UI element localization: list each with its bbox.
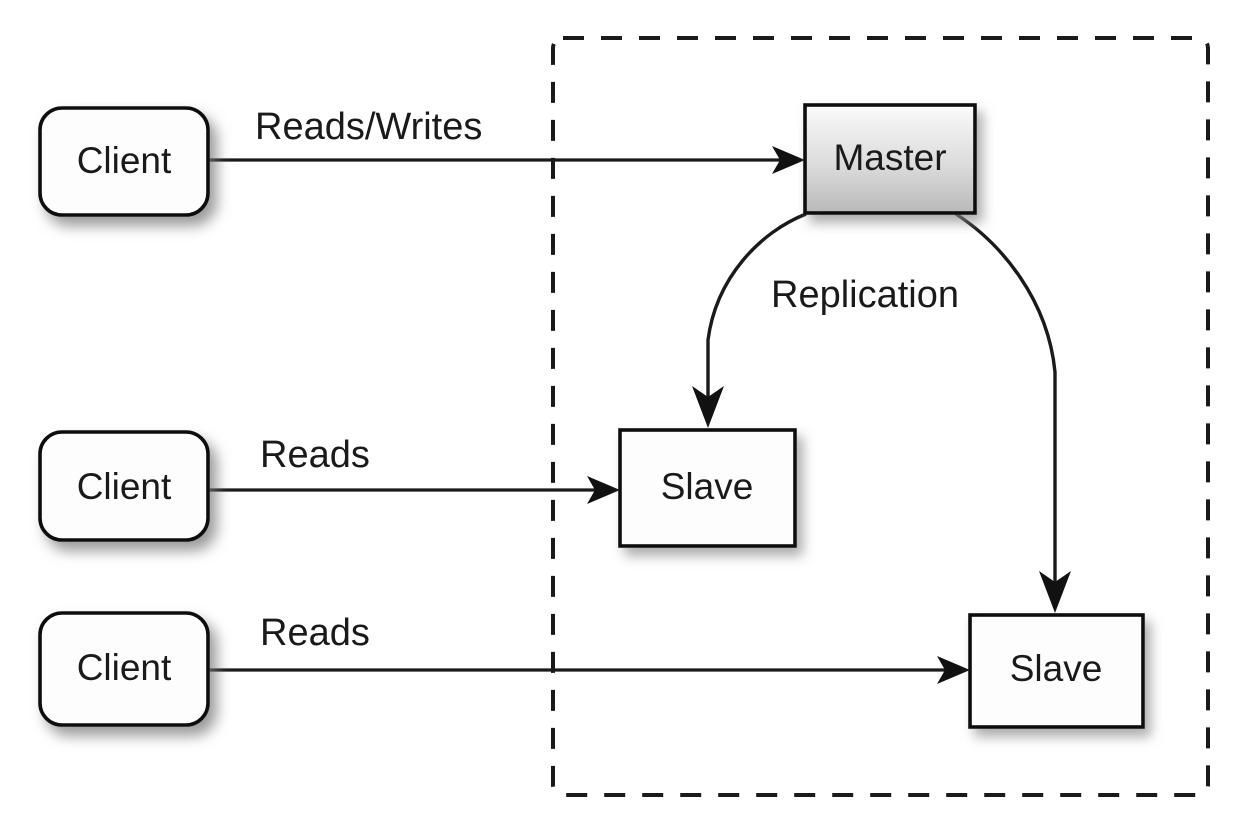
replication-cluster-boundary — [551, 36, 1210, 797]
node-slave-lower[interactable]: Slave — [968, 613, 1145, 729]
client-bottom-box[interactable] — [38, 611, 210, 727]
arrowhead-into-master — [772, 146, 805, 174]
arrowhead-into-slave-upper-left — [587, 476, 620, 504]
edge-client-bottom-to-slave-lower — [208, 656, 970, 684]
edge-label-replication: Replication — [771, 274, 959, 316]
client-top-label: Client — [77, 140, 172, 181]
edge-client-middle-to-slave-upper — [208, 476, 620, 504]
edge-label-reads-middle: Reads — [260, 434, 370, 476]
client-middle-box[interactable] — [38, 430, 210, 542]
edge-client-top-to-master — [208, 146, 805, 174]
slave-lower-label: Slave — [1010, 648, 1103, 689]
node-client-top[interactable]: Client — [38, 106, 210, 217]
client-bottom-label: Client — [77, 647, 172, 688]
slave-lower-box[interactable] — [968, 613, 1145, 729]
slave-upper-label: Slave — [661, 466, 754, 507]
client-top-box[interactable] — [38, 106, 210, 217]
client-middle-label: Client — [77, 466, 172, 507]
node-client-bottom[interactable]: Client — [38, 611, 210, 727]
arrowhead-into-slave-upper-top — [692, 386, 724, 428]
edge-label-reads-writes: Reads/Writes — [255, 106, 482, 148]
slave-upper-box[interactable] — [618, 428, 797, 548]
arrowhead-into-slave-lower-top — [1039, 571, 1071, 613]
edge-master-to-slave-lower — [955, 212, 1071, 613]
node-slave-upper[interactable]: Slave — [618, 428, 797, 548]
master-box[interactable] — [803, 103, 977, 215]
edge-label-reads-bottom: Reads — [260, 612, 370, 654]
edge-master-to-slave-upper — [692, 212, 807, 428]
arrowhead-into-slave-lower-left — [937, 656, 970, 684]
master-label: Master — [833, 137, 946, 178]
node-master[interactable]: Master — [803, 103, 977, 215]
node-client-middle[interactable]: Client — [38, 430, 210, 542]
